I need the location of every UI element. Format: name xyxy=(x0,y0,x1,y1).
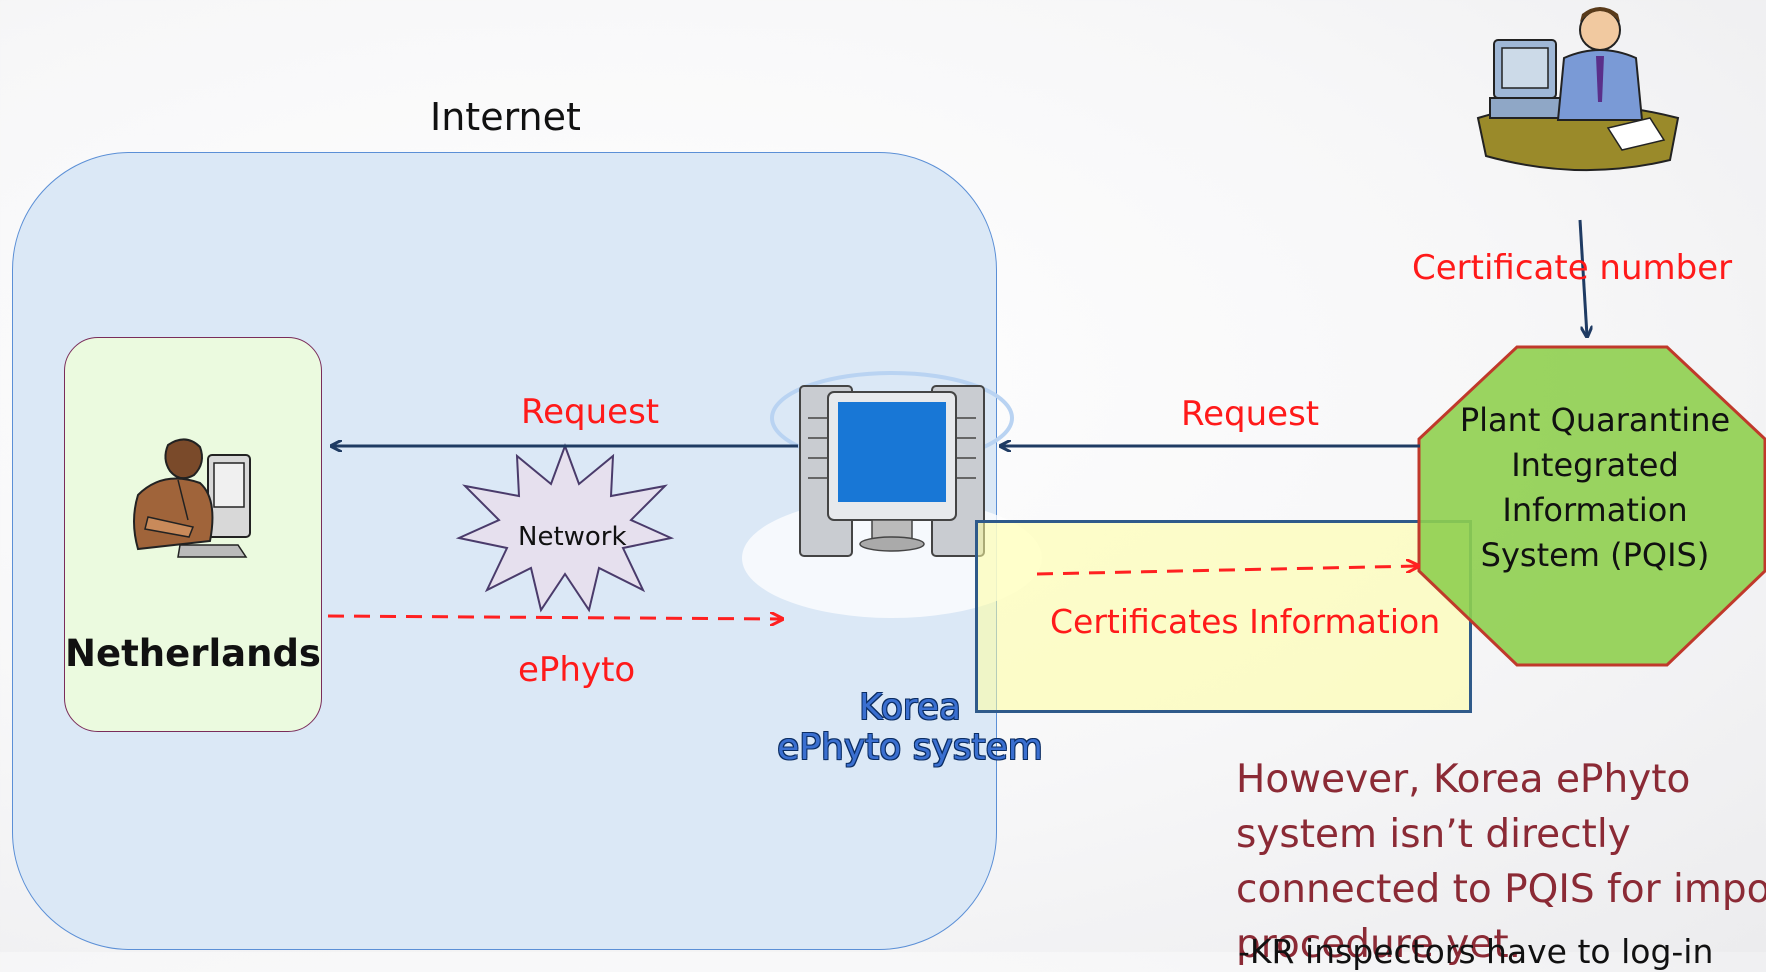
network-label: Network xyxy=(518,522,627,552)
server-computer-icon xyxy=(742,371,1042,618)
arrows-layer xyxy=(327,219,1766,952)
certificate-number-label: Certificate number xyxy=(1412,248,1733,288)
request-left-label: Request xyxy=(521,392,660,432)
internet-label: Internet xyxy=(430,95,581,139)
pqis-octagon xyxy=(1417,345,1766,667)
certificate-number-arrow xyxy=(1578,219,1587,336)
request-right-label: Request xyxy=(1181,394,1320,434)
person-at-computer-icon xyxy=(133,438,251,558)
officer-at-desk-icon xyxy=(1476,7,1680,172)
certificates-info-label: Certificates Information xyxy=(1050,602,1441,641)
certificates-info-arrow xyxy=(1036,566,1418,576)
netherlands-label: Netherlands xyxy=(65,632,321,675)
certificates-info-box xyxy=(975,520,1472,713)
ephyto-label: ePhyto xyxy=(518,650,636,690)
korea-ephyto-system-label: Korea ePhyto system xyxy=(760,688,1060,768)
korea-label-line: Korea ePhyto system xyxy=(777,687,1043,768)
ephyto-arrow xyxy=(327,616,782,619)
pqis-label: Plant Quarantine Integrated Information … xyxy=(1459,401,1731,574)
network-starburst xyxy=(455,443,675,613)
